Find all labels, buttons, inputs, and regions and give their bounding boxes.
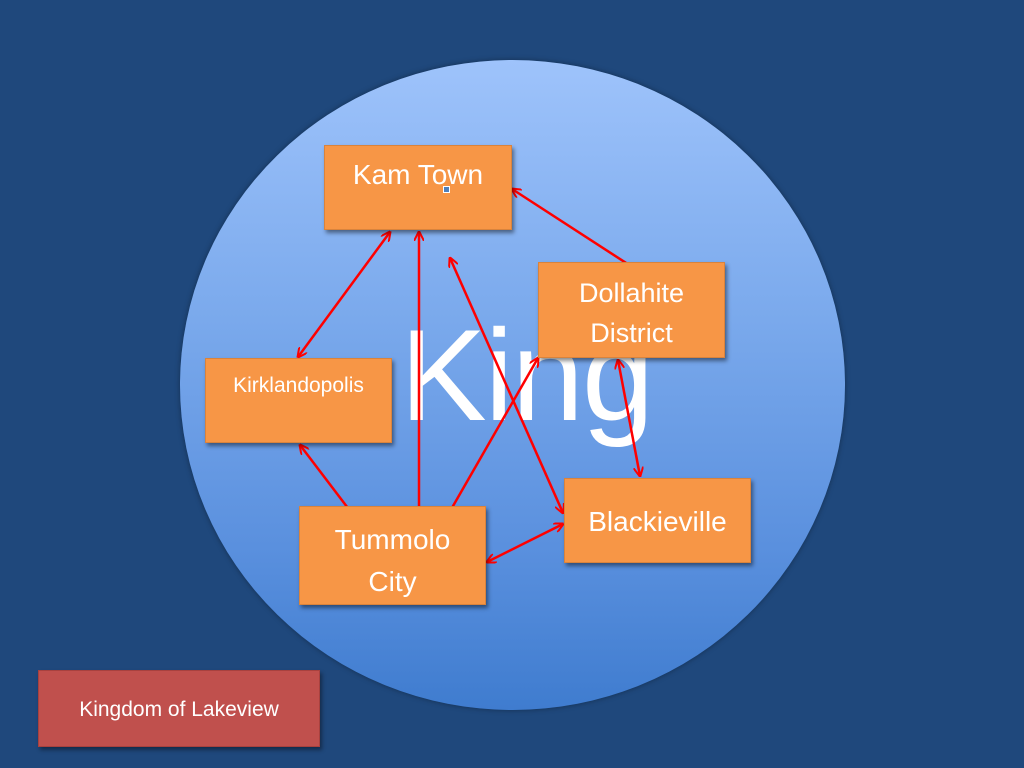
selection-handle-icon bbox=[443, 186, 450, 193]
node-label: Kam Town bbox=[352, 159, 484, 190]
node-blackieville: Blackieville bbox=[564, 478, 751, 563]
node-kam-town: Kam Town bbox=[324, 145, 512, 230]
kingdom-label-box: Kingdom of Lakeview bbox=[38, 670, 320, 747]
node-kirklandopolis: Kirklandopolis bbox=[205, 358, 392, 443]
node-label: Dollahite bbox=[578, 278, 685, 308]
node-label: Tummolo bbox=[334, 524, 451, 555]
node-label: City bbox=[368, 566, 417, 597]
node-tummolo-city: Tummolo City bbox=[299, 506, 486, 605]
node-label: Blackieville bbox=[588, 506, 727, 537]
node-label: Kirklandopolis bbox=[233, 374, 364, 397]
node-dollahite-district: Dollahite District bbox=[538, 262, 725, 358]
node-label: District bbox=[590, 318, 673, 348]
